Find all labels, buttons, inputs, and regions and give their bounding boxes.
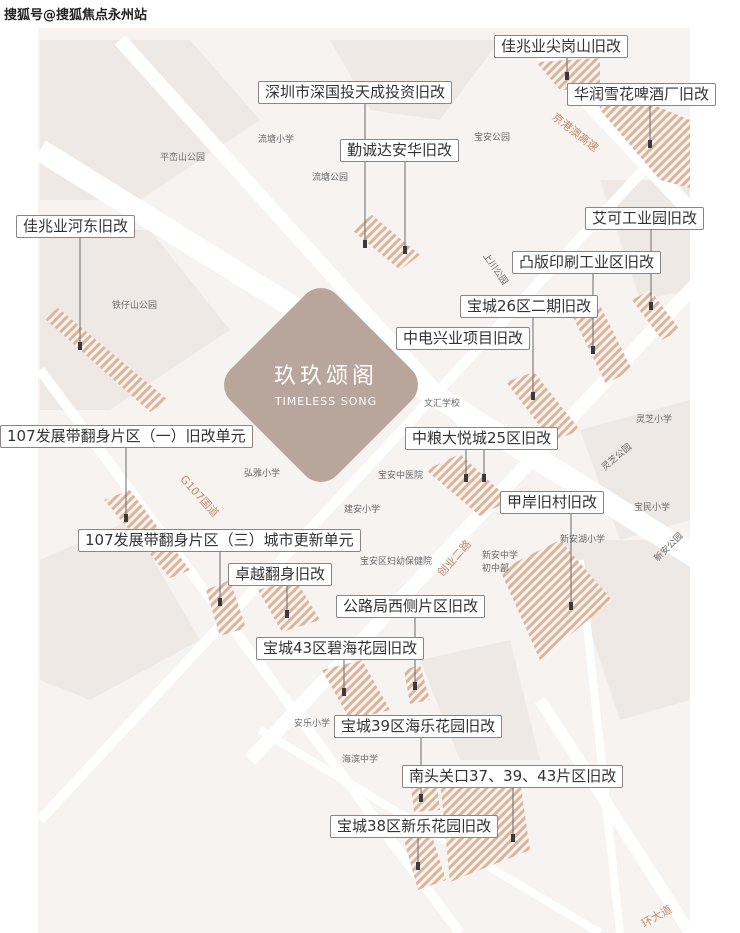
place-xinan-hu: 新安湖小学 bbox=[560, 535, 606, 545]
label-gonglu: 公路局西侧片区旧改 bbox=[336, 595, 486, 618]
place-baoan-hospital: 宝安中医院 bbox=[378, 471, 424, 481]
label-jiaan: 甲岸旧村旧改 bbox=[500, 491, 605, 514]
label-huarun: 华润雪花啤酒厂旧改 bbox=[567, 83, 717, 106]
label-jzy-hedong: 佳兆业河东旧改 bbox=[16, 215, 136, 238]
watermark: 搜狐号@搜狐焦点永州站 bbox=[4, 8, 148, 23]
place-pingluanshan: 平峦山公园 bbox=[160, 153, 206, 163]
label-baocheng26: 宝城26区二期旧改 bbox=[460, 295, 599, 318]
label-g107-1: 107发展带翻身片区（一）旧改单元 bbox=[0, 425, 253, 448]
label-aike: 艾可工业园旧改 bbox=[585, 207, 705, 230]
place-baoan-park: 宝安公园 bbox=[474, 133, 511, 143]
label-zhongliang: 中粮大悦城25区旧改 bbox=[405, 427, 559, 450]
label-nantou: 南头关口37、39、43片区旧改 bbox=[402, 765, 624, 788]
place-jianan: 建安小学 bbox=[344, 505, 381, 515]
label-tuban: 凸版印刷工业区旧改 bbox=[512, 251, 662, 274]
label-shenzhen-guotou: 深圳市深国投天成投资旧改 bbox=[258, 81, 453, 104]
label-baocheng43: 宝城43区碧海花园旧改 bbox=[256, 637, 425, 660]
project-zones bbox=[44, 58, 690, 890]
place-haibin: 海滨中学 bbox=[342, 755, 379, 765]
place-wenhui: 文汇学校 bbox=[424, 399, 461, 409]
label-zhongdian: 中电兴业项目旧改 bbox=[396, 327, 531, 350]
project-title: 玖玖颂阁 bbox=[273, 364, 378, 389]
center-diamond bbox=[224, 288, 418, 482]
place-baomin: 宝民小学 bbox=[634, 503, 671, 513]
place-anle: 安乐小学 bbox=[294, 719, 331, 729]
label-zhuoyue: 卓越翻身旧改 bbox=[228, 563, 333, 586]
place-maternal: 宝安区妇幼保健院 bbox=[360, 557, 433, 567]
place-hongya: 弘雅小学 bbox=[244, 469, 281, 479]
label-baocheng38: 宝城38区新乐花园旧改 bbox=[330, 815, 499, 838]
place-liutang-park: 流塘公园 bbox=[312, 173, 349, 183]
markers bbox=[78, 72, 653, 870]
place-lingzhi-school: 灵芝小学 bbox=[636, 415, 673, 425]
place-tiezaishan: 铁仔山公园 bbox=[112, 301, 158, 311]
project-subtitle: TIMELESS SONG bbox=[274, 395, 378, 408]
label-baocheng39: 宝城39区海乐花园旧改 bbox=[334, 715, 503, 738]
label-g107-3: 107发展带翻身片区（三）城市更新单元 bbox=[78, 529, 361, 552]
label-jzy-jiangangshan: 佳兆业尖岗山旧改 bbox=[494, 35, 629, 58]
place-xinan-mid: 新安中学 初中部 bbox=[482, 551, 519, 574]
place-liutang-school: 流塘小学 bbox=[258, 135, 295, 145]
label-qinchengda: 勤诚达安华旧改 bbox=[340, 139, 460, 162]
